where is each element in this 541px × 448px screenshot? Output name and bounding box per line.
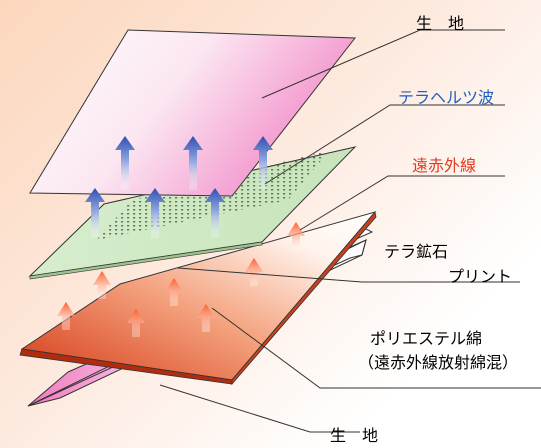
label-far-infrared: 遠赤外線 [412, 156, 477, 175]
label-polyester-line1: ポリエステル綿 [370, 329, 483, 348]
far-infrared-arrows [57, 222, 305, 337]
label-fabric-top: 生 地 [416, 14, 465, 33]
label-terahertz-wave: テラヘルツ波 [398, 88, 495, 107]
top-fabric-layer [29, 29, 356, 197]
terahertz-arrows [85, 136, 273, 238]
label-fabric-bottom: 生 地 [330, 426, 379, 445]
leader-lines [159, 29, 541, 433]
label-tera-ore: テラ鉱石 [384, 242, 449, 261]
label-print: プリント [448, 267, 513, 286]
label-polyester-line2: （遠赤外線放射綿混） [358, 353, 519, 372]
